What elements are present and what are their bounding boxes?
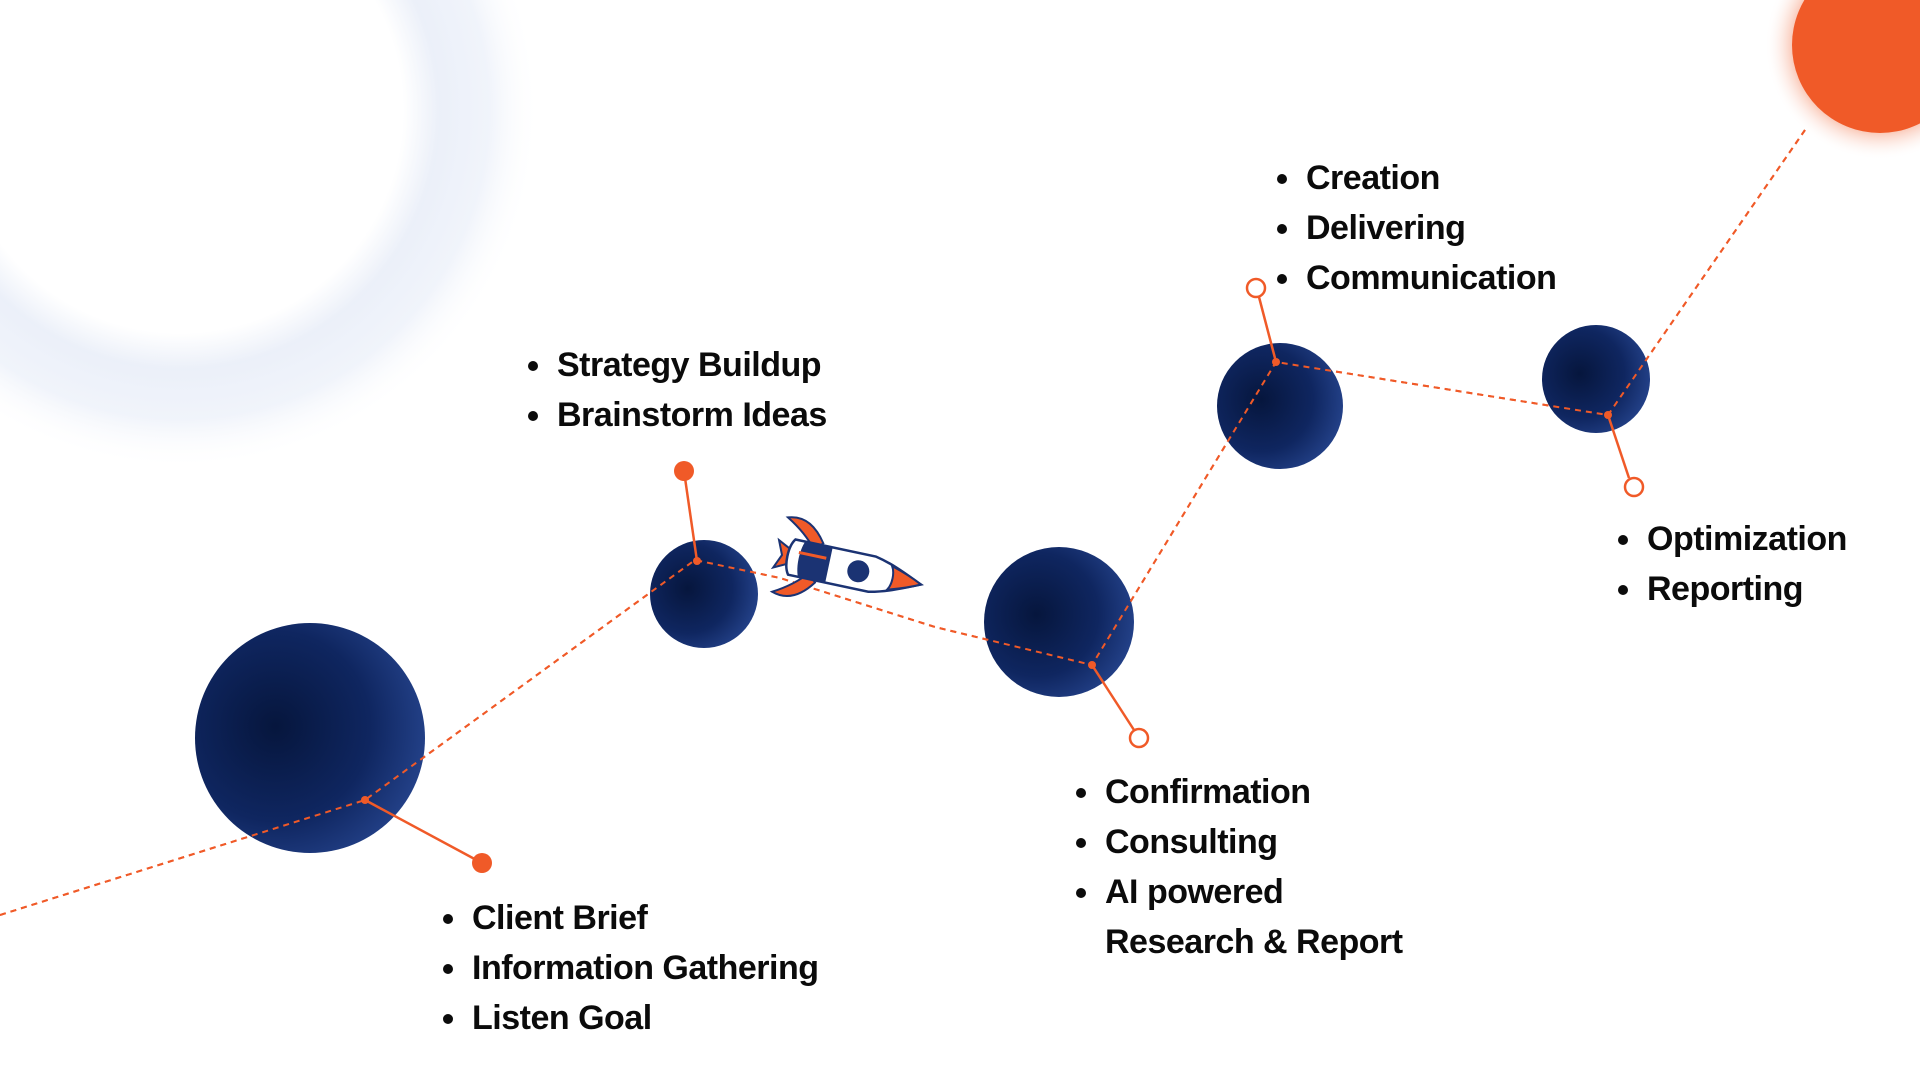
step-4-item: Delivering — [1271, 203, 1556, 253]
step-1-item: Information Gathering — [437, 943, 819, 993]
marker-4 — [1245, 277, 1267, 299]
connector-5 — [1606, 414, 1631, 479]
background-halo — [0, 0, 540, 470]
step-5-list: Optimization Reporting — [1612, 514, 1847, 614]
step-3-list: Confirmation Consulting AI powered Resea… — [1070, 767, 1403, 967]
sun-core — [1792, 0, 1920, 133]
step-3-item: Confirmation — [1070, 767, 1403, 817]
planet-2 — [650, 540, 758, 648]
step-2-item: Brainstorm Ideas — [522, 390, 827, 440]
step-4-item: Communication — [1271, 253, 1557, 303]
marker-3 — [1128, 727, 1150, 749]
marker-1 — [472, 853, 492, 873]
connector-4 — [1257, 296, 1278, 363]
step-2-list: Strategy Buildup Brainstorm Ideas — [522, 340, 827, 440]
connector-2 — [682, 470, 699, 562]
planet-5 — [1542, 325, 1650, 433]
step-4-item: Creation — [1271, 153, 1556, 203]
marker-5 — [1623, 476, 1645, 498]
planet-3 — [984, 547, 1134, 697]
step-5-item: Optimization — [1612, 514, 1847, 564]
planet-4 — [1217, 343, 1343, 469]
journey-path-overlay — [0, 129, 1806, 916]
connector-3 — [1090, 664, 1136, 731]
marker-2 — [674, 461, 694, 481]
step-4-list: Creation Delivering Communication — [1271, 153, 1557, 303]
planet-1 — [195, 623, 425, 853]
connector-1 — [364, 798, 483, 865]
step-5-item: Reporting — [1612, 564, 1847, 614]
rocket-icon — [769, 516, 925, 598]
step-3-item: AI powered Research & Report — [1070, 867, 1403, 967]
step-2-item: Strategy Buildup — [522, 340, 827, 390]
step-1-item: Listen Goal — [437, 993, 819, 1043]
step-3-item: Consulting — [1070, 817, 1403, 867]
step-1-list: Client Brief Information Gathering Liste… — [437, 893, 819, 1043]
step-1-item: Client Brief — [437, 893, 819, 943]
